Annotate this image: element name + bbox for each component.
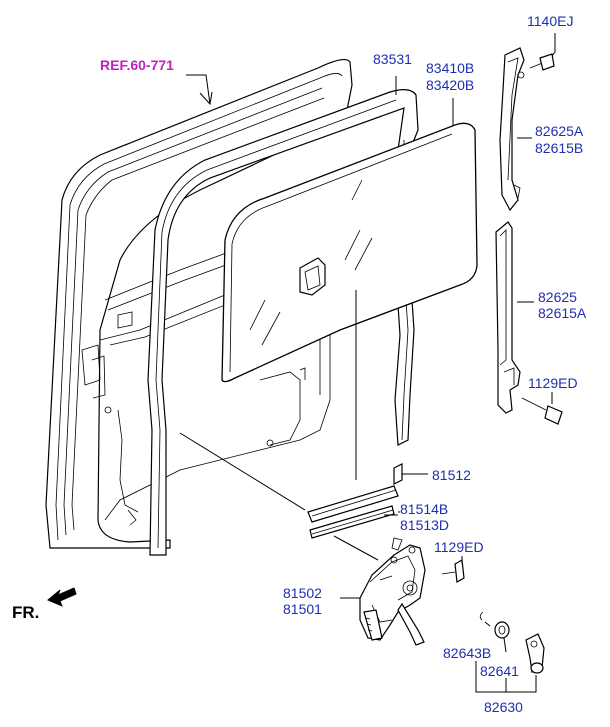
window-regulator xyxy=(359,537,465,646)
leader-lines xyxy=(179,33,556,693)
part-labels: REF.60-771 1140EJ 83531 83410B 83420B 82… xyxy=(100,13,587,715)
label-82625a[interactable]: 82625A xyxy=(535,123,584,139)
label-1129ed-middle[interactable]: 1129ED xyxy=(434,539,484,555)
label-81514b[interactable]: 81514B xyxy=(400,501,448,517)
label-82630[interactable]: 82630 xyxy=(484,699,523,715)
front-arrow-icon xyxy=(47,587,77,607)
label-82615a[interactable]: 82615A xyxy=(538,305,587,321)
label-82641[interactable]: 82641 xyxy=(480,663,519,679)
rear-run-channel-upper xyxy=(499,47,555,212)
label-82615b[interactable]: 82615B xyxy=(535,140,583,156)
front-orientation-indicator: FR. xyxy=(12,587,77,622)
regulator-handle-parts xyxy=(479,611,545,674)
label-81513d[interactable]: 81513D xyxy=(400,517,449,533)
label-1129ed-upper[interactable]: 1129ED xyxy=(528,375,578,391)
label-82643b[interactable]: 82643B xyxy=(443,645,491,661)
glass-channel-parts xyxy=(307,463,403,539)
label-81512[interactable]: 81512 xyxy=(432,467,471,483)
label-81501[interactable]: 81501 xyxy=(283,601,322,617)
door-glass xyxy=(221,122,478,383)
label-1140ej[interactable]: 1140EJ xyxy=(527,13,573,29)
label-83531[interactable]: 83531 xyxy=(373,51,412,67)
front-label: FR. xyxy=(12,603,39,622)
ref-label[interactable]: REF.60-771 xyxy=(100,57,174,73)
label-81502[interactable]: 81502 xyxy=(283,585,322,601)
label-83410b[interactable]: 83410B xyxy=(426,60,474,76)
label-83420b[interactable]: 83420B xyxy=(426,77,474,93)
rear-run-channel-lower xyxy=(495,221,563,425)
label-82625[interactable]: 82625 xyxy=(538,289,577,305)
